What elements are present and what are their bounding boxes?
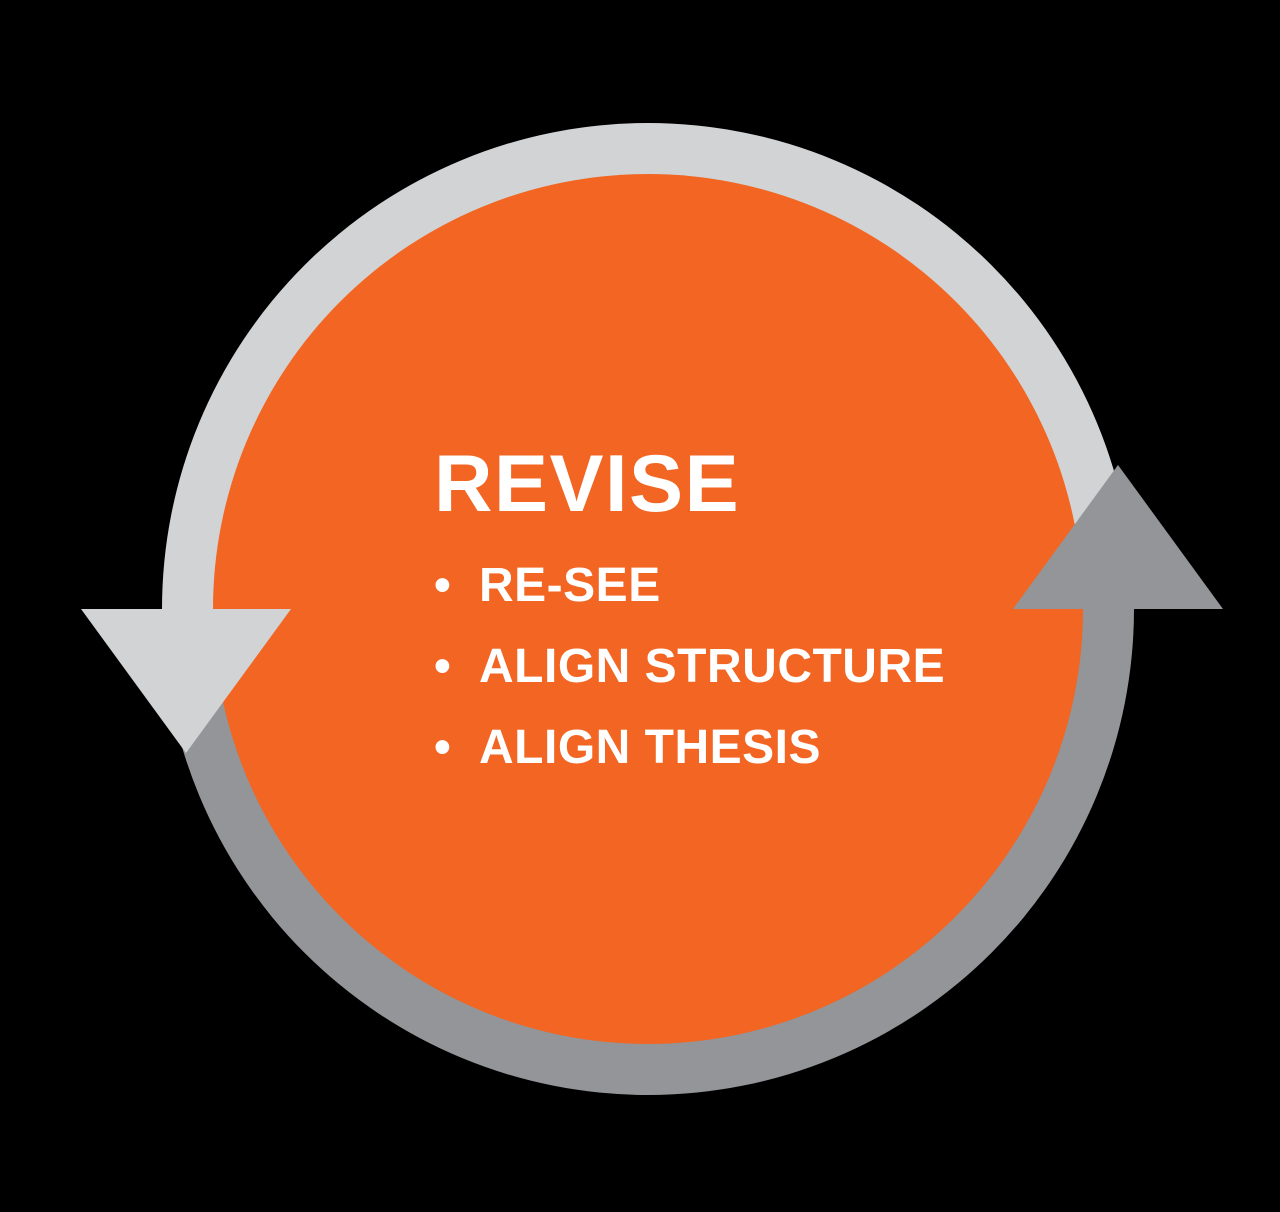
cycle-top-arc xyxy=(162,123,1134,609)
diagram-title: REVISE xyxy=(434,439,741,529)
bullet-item: • ALIGN STRUCTURE xyxy=(434,641,945,693)
revise-circle xyxy=(213,174,1083,1044)
bullet-label: ALIGN STRUCTURE xyxy=(479,640,946,693)
arrow-down-head-icon xyxy=(81,609,291,753)
bullet-dot-icon: • xyxy=(434,559,452,612)
bullet-label: RE-SEE xyxy=(479,559,661,612)
bullet-item: • RE-SEE xyxy=(434,560,661,612)
bullet-label: ALIGN THESIS xyxy=(479,721,822,774)
bullet-dot-icon: • xyxy=(434,721,452,774)
arrow-up-head-icon xyxy=(1013,465,1223,609)
bullet-item: • ALIGN THESIS xyxy=(434,722,821,774)
bullet-dot-icon: • xyxy=(434,640,452,693)
cycle-bottom-arc xyxy=(162,609,1134,1095)
